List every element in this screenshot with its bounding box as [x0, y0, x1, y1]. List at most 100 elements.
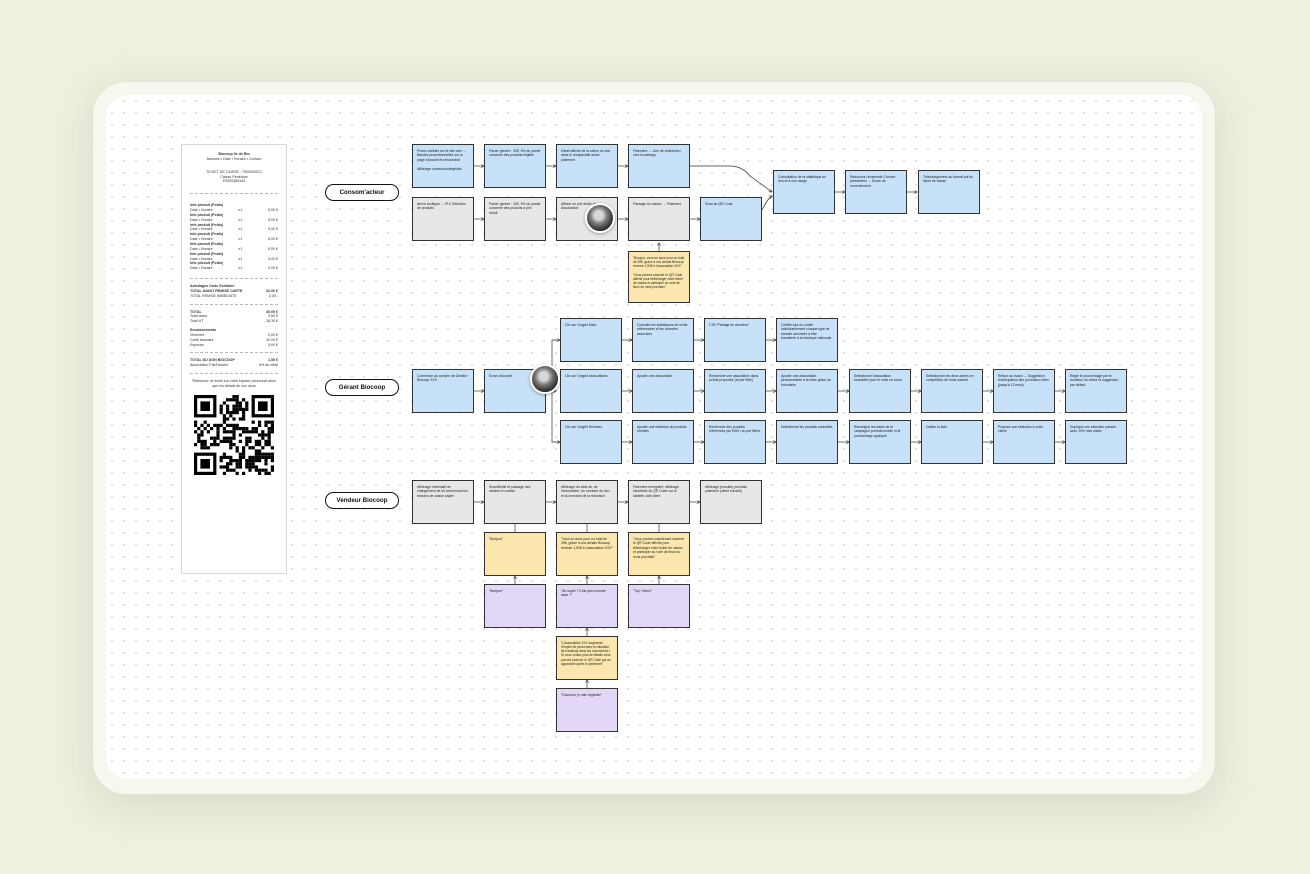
box-m11[interactable]: Sélectionne l'association souhaitée pour…: [849, 369, 911, 413]
item-qty: x1: [238, 246, 243, 251]
box-m3[interactable]: Clic sur l'onglet Data: [560, 318, 622, 362]
lane-consommacteur[interactable]: Consom'acteur: [325, 184, 399, 201]
receipt-code: P0000456344: [222, 179, 246, 184]
box-v2[interactable]: Scan/Bédie et passage des articles en ca…: [484, 480, 546, 524]
box-v1[interactable]: Affichage informatif de changement de lo…: [412, 480, 474, 524]
item-name: Info produit (Poids): [190, 232, 224, 237]
lane-gerant[interactable]: Gérant Biocoop: [325, 379, 399, 396]
box-v5[interactable]: Affichage (ensuite) prochain paiement (c…: [700, 480, 762, 524]
total-before-value: 32,00 €: [266, 288, 278, 293]
item-sub: Date • Horaire: [190, 208, 213, 213]
total-value: 30,00 €: [266, 309, 278, 314]
sticky-vy4[interactable]: "L'association XXX augmente l'emploi de …: [556, 636, 618, 680]
box-c1[interactable]: Promo visibles sur le site web → Bandes …: [412, 144, 474, 188]
item-qty: x1: [238, 217, 243, 222]
box-c3[interactable]: Détail affiché de la valeur du don dans …: [556, 144, 618, 188]
total-before-label: TOTAL AVANT REMISE CARTE: [190, 288, 243, 293]
sticky-vy3[interactable]: "Vous pouvez maintenant scanner le QR Co…: [628, 532, 690, 576]
box-c2[interactable]: Panier généré : 32€, 5% du panier concer…: [484, 144, 546, 188]
sticky-vp1[interactable]: "Bonjour": [484, 584, 546, 628]
box-m17[interactable]: Recherche des produits référencés par EA…: [704, 420, 766, 464]
payment-value: 0,00 €: [268, 342, 278, 347]
box-m22[interactable]: Duplique une sélection passée avec 10% m…: [1065, 420, 1127, 464]
lane-label: Consom'acteur: [339, 189, 385, 196]
box-m20[interactable]: Valider la liste: [921, 420, 983, 464]
box-v3[interactable]: Affichage du total dû, de l'association,…: [556, 480, 618, 524]
box-m21[interactable]: Propose une sélection à votre vitrine: [993, 420, 1055, 464]
item-sub: Date • Horaire: [190, 217, 213, 222]
box-c4[interactable]: Paiement → Lien de redirection vers la w…: [628, 144, 690, 188]
box-m7[interactable]: Clic sur l'onglet Associations: [560, 369, 622, 413]
box-c6[interactable]: Retrouvez l'ensemble 2 textes présentées…: [845, 170, 907, 214]
sticky-vy1[interactable]: "Bonjour": [484, 532, 546, 576]
total-row: TOTAL 30,00 €: [182, 310, 286, 315]
sticky-vy2[interactable]: "Vous en avez pour un total de 30€, grâc…: [556, 532, 618, 576]
box-m15[interactable]: Clic sur l'onglet Remises: [560, 420, 622, 464]
box-g4[interactable]: Passage en caisse → Paiement: [628, 197, 690, 241]
user-avatar: [585, 203, 615, 233]
encaissements-title: Encaissements: [190, 328, 217, 333]
advantages-title: Avantages Carte Solidaire: [190, 284, 235, 289]
box-m9[interactable]: Recherche une association dans la liste …: [704, 369, 766, 413]
box-m13[interactable]: Retour au board → Suggestion d'anticipat…: [993, 369, 1055, 413]
box-c5[interactable]: Consultation de la statistique du don et…: [773, 170, 835, 214]
receipt-item: Info produit (Poids)Date • Horaire x1 5,00…: [182, 223, 286, 233]
box-m6[interactable]: Certifie tout ou moitié individuellement…: [776, 318, 838, 362]
box-g5[interactable]: Scan du QR Code: [700, 197, 762, 241]
box-m10[interactable]: Ajouter une association personnalisée à …: [776, 369, 838, 413]
lane-vendeur[interactable]: Vendeur Biocoop: [325, 492, 399, 509]
sticky-vp4[interactable]: "D'accord, je vais regarder": [556, 688, 618, 732]
receipt-cashier: Caisse Pénélope: [220, 174, 248, 179]
item-price: 5,00 €: [268, 217, 278, 222]
box-m4[interactable]: Consulte les statistiques de vente référ…: [632, 318, 694, 362]
item-sub: Date • Horaire: [190, 227, 213, 232]
total-label: TOTAL: [190, 309, 202, 314]
box-c7[interactable]: Téléchargement au format pdf du ticket d…: [918, 170, 980, 214]
item-qty: x1: [238, 237, 243, 242]
box-v4[interactable]: Paiement enregistré, affichage simultané…: [628, 480, 690, 524]
qr-code-icon: [194, 394, 274, 475]
receipt-address: Adresse • Date • Horaire • Contact: [206, 156, 262, 161]
payment-label: Virement: [190, 332, 205, 337]
don-value: 1,50 €: [268, 358, 278, 363]
payment-label: Carte bancaire: [190, 337, 214, 342]
item-name: Info produit (Poids): [190, 222, 224, 227]
box-m18[interactable]: Sélectionne les produits souhaités: [776, 420, 838, 464]
item-price: 5,00 €: [268, 227, 278, 232]
item-price: 5,00 €: [268, 256, 278, 261]
ht-value: 28,30 €: [266, 319, 278, 324]
box-m14[interactable]: Règle le pourcentage par le donation du …: [1065, 369, 1127, 413]
receipt-footer: Retrouvez ce ticket sur votre espace per…: [192, 379, 276, 388]
box-g1[interactable]: Arrive boutique → PLV Sélection de produ…: [412, 197, 474, 241]
receipt-store: Biocoop Ile de Bio: [218, 152, 250, 156]
box-m12[interactable]: Sélectionner les deux autres en compétit…: [921, 369, 983, 413]
box-g2[interactable]: Panier généré : 32€, 5% du panier concer…: [484, 197, 546, 241]
item-sub: Date • Horaire: [190, 246, 213, 251]
item-qty: x1: [238, 208, 243, 213]
user-avatar: [530, 364, 560, 394]
box-m8[interactable]: Ajouter une association: [632, 369, 694, 413]
box-m5[interactable]: CTA "Partage de données": [704, 318, 766, 362]
lane-label: Gérant Biocoop: [338, 384, 386, 391]
item-name: Info produit (Poids): [190, 261, 224, 266]
sticky-vp3[interactable]: "Top ! Merci": [628, 584, 690, 628]
item-qty: x1: [238, 227, 243, 232]
sticky-vp2[interactable]: "Ah super ! C'est quoi comme asso ?": [556, 584, 618, 628]
box-m16[interactable]: Ajouter une sélection de produits remisé…: [632, 420, 694, 464]
box-m19[interactable]: Renseigne les dates de la campagne promo…: [849, 420, 911, 464]
sticky-caisse[interactable]: "Bonjour, vous en avez pour un total de …: [628, 251, 690, 303]
box-m1[interactable]: Connexion au compte de Gestion Biocoop X…: [412, 369, 474, 413]
receipt-ticket: Biocoop Ile de Bio Adresse • Date • Hora…: [181, 144, 287, 574]
item-row: Date • Horaire x1 5,00 €: [182, 227, 286, 232]
receipt-ticket-number: TICKET DE CAISSE : 7000000012: [206, 169, 262, 174]
item-price: 5,00 €: [268, 208, 278, 213]
assoc-label: Association FairFutures: [190, 363, 228, 368]
item-name: Info produit (Poids): [190, 251, 224, 256]
